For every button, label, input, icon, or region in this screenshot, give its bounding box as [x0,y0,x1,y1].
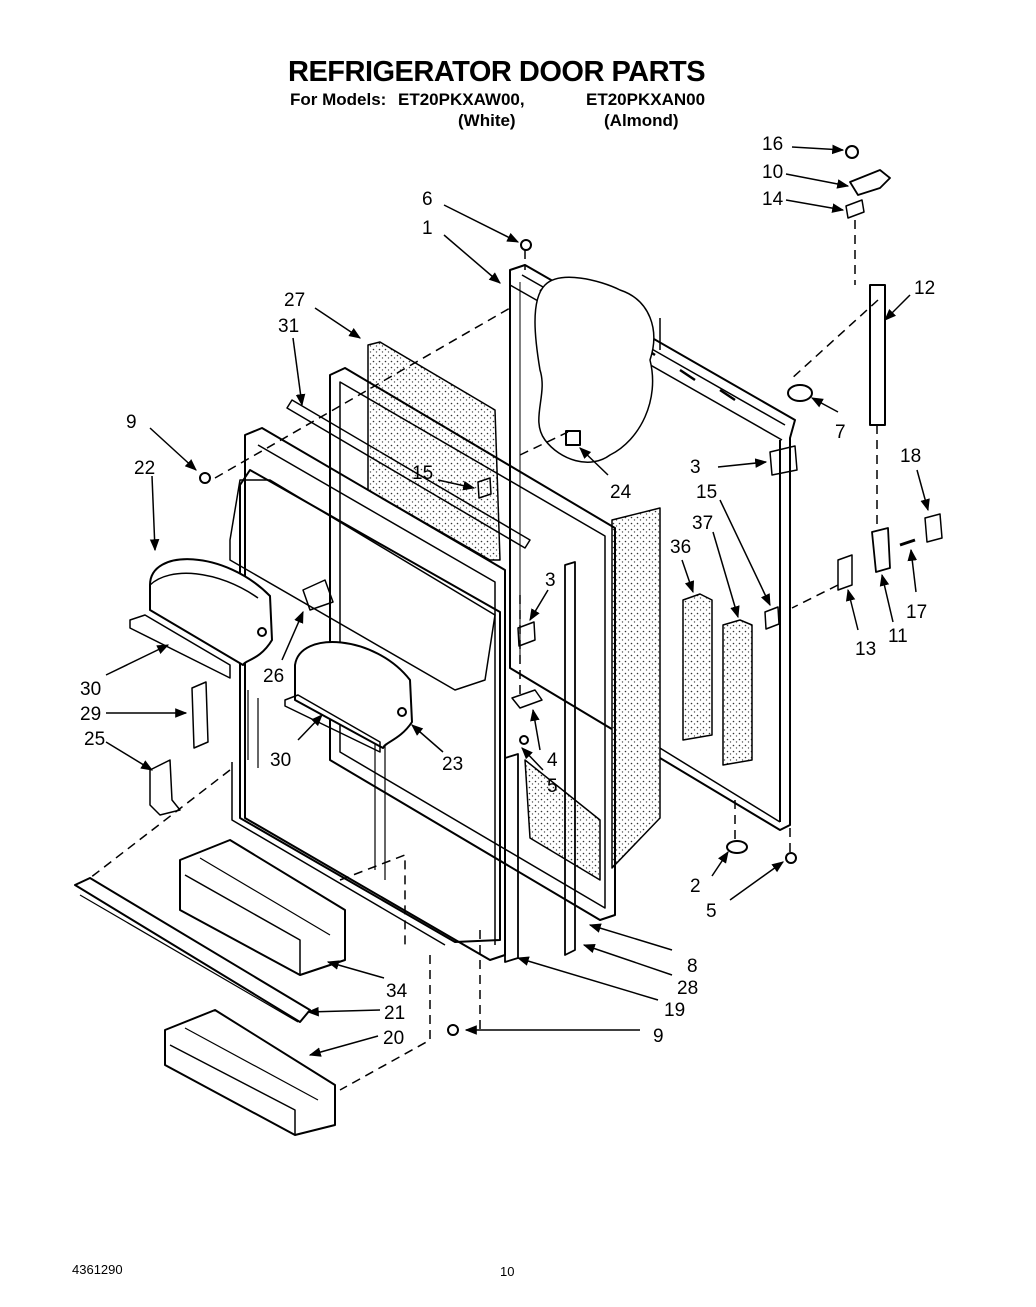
callout-5b: 5 [706,901,717,922]
spacer-36 [682,593,713,741]
clip-25 [149,759,181,816]
door-bin-34 [179,839,346,976]
callout-11: 11 [888,626,908,647]
bin-bar-30b [284,694,381,753]
callout-labels: 16 10 14 6 1 12 27 31 7 9 24 22 15 3 18 … [80,134,935,1049]
trim-strip-19 [504,753,519,963]
hinge-rod-12 [869,284,886,426]
screw-9b-icon [447,1024,459,1036]
part-24-clip [565,430,581,446]
model-number-white: ET20PKXAW00, [398,90,525,109]
hinge-bracket-3-top [769,445,798,476]
screw-16-icon [845,145,859,159]
variant-white: (White) [458,111,516,130]
callout-3b: 3 [545,570,556,591]
callout-20: 20 [383,1028,404,1049]
callout-24: 24 [610,482,632,503]
screw-9-icon [199,472,211,484]
variant-almond: (Almond) [604,111,679,130]
door-gasket [329,367,616,921]
callout-37: 37 [692,513,713,534]
spacer-37 [722,619,753,766]
screw-5-icon [519,735,529,745]
foam-insulation-side [611,507,661,869]
callout-25: 25 [84,729,105,750]
leader-arrows [105,144,930,1057]
callout-36: 36 [670,537,691,558]
document-number: 4361290 [72,1262,123,1277]
callout-5: 5 [547,776,558,797]
page-number: 10 [500,1264,515,1279]
bracket-29 [191,681,209,749]
callout-3: 3 [690,457,701,478]
callout-17: 17 [906,602,927,623]
page-title: REFRIGERATOR DOOR PARTS [288,56,706,88]
bottom-hinge-11 [871,527,891,573]
callout-26: 26 [263,666,284,687]
callout-31: 31 [278,316,299,337]
foam-insulation-bottom [524,759,601,881]
model-number-almond: ET20PKXAN00 [586,90,706,109]
bin-bar-30a [129,614,231,679]
clip-15-b [764,606,780,630]
door-bin-23 [294,641,413,749]
callout-9: 9 [126,412,137,433]
callout-27: 27 [284,290,305,311]
shim-13 [837,554,853,591]
screw-5b-icon [785,852,797,864]
callout-15b: 15 [696,482,717,503]
leveler-2 [726,840,748,854]
callout-1: 1 [422,218,433,239]
callout-12: 12 [914,278,935,299]
callout-8: 8 [687,956,698,977]
bracket-26 [302,579,334,611]
callout-10: 10 [762,162,783,183]
shim-14 [845,199,865,219]
callout-23: 23 [442,754,463,775]
callout-13: 13 [855,639,876,660]
hinge-cap-7 [787,384,813,402]
door-bin-22 [149,558,273,666]
plug-18 [924,513,943,543]
callout-14: 14 [762,189,784,210]
callout-34: 34 [386,981,408,1002]
screw-6-icon [520,239,532,251]
washer-4 [511,689,543,709]
callout-9b: 9 [653,1026,664,1047]
callout-7: 7 [835,422,846,443]
callout-4: 4 [547,750,558,771]
callout-15: 15 [412,463,433,484]
models-label: For Models: [290,90,387,109]
foam-insulation-top [367,341,501,561]
callout-30b: 30 [270,750,291,771]
hinge-bracket-3-mid [517,621,536,647]
retainer-bar [286,399,531,549]
assembly-lines [89,220,879,1091]
callout-2: 2 [690,876,701,897]
clip-15-a [477,477,492,499]
door-bin-20 [164,1009,336,1136]
insulation-cutaway [534,276,655,463]
callout-16: 16 [762,134,783,155]
trim-strip-28 [564,561,576,956]
callout-18: 18 [900,446,921,467]
top-hinge-10 [849,169,891,196]
callout-22: 22 [134,458,155,479]
callout-6: 6 [422,189,433,210]
callout-28: 28 [677,978,698,999]
callout-21: 21 [384,1003,405,1024]
callout-19: 19 [664,1000,685,1021]
callout-30: 30 [80,679,101,700]
callout-29: 29 [80,704,101,725]
screw-17-icon [899,538,916,547]
